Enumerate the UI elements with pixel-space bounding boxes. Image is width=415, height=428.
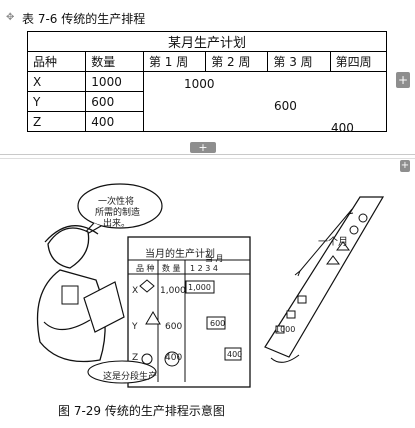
- expand-side-tab-2[interactable]: +: [400, 160, 410, 172]
- separator: [0, 154, 415, 155]
- bottom-note: 这是分段生产: [103, 372, 158, 382]
- week-value-x: 1000: [184, 77, 215, 91]
- row-z-item: Z: [26, 111, 87, 132]
- row-x-item: X: [26, 71, 87, 92]
- bubble-line-3: 出来。: [103, 219, 131, 229]
- header-qty: 数量: [85, 51, 144, 72]
- move-icon[interactable]: ✥: [6, 12, 15, 23]
- board-header-qty: 数 量: [162, 264, 181, 273]
- board-qty-z: 400: [165, 353, 183, 363]
- plus-icon: +: [397, 73, 409, 87]
- plus-icon: +: [400, 160, 410, 171]
- board-header-item: 品 种: [136, 264, 155, 273]
- separator: [0, 158, 415, 159]
- board-qty-y: 600: [165, 322, 183, 332]
- board-qty-x: 1,000: [160, 286, 186, 296]
- bubble-line-1: 一次性将: [98, 197, 135, 207]
- month-label: 一个月: [318, 237, 348, 248]
- board-letter-y: Y: [132, 322, 138, 332]
- row-y-qty: 600: [85, 91, 144, 112]
- week-value-z: 400: [331, 121, 354, 135]
- board-letter-x: X: [132, 286, 139, 296]
- header-week3: 第 3 周: [267, 51, 331, 72]
- board-title: 当月的生产计划: [145, 249, 215, 260]
- figure-caption: 图 7-29 传统的生产排程示意图: [58, 404, 225, 418]
- header-item: 品种: [26, 51, 87, 72]
- header-week1: 第 1 周: [142, 51, 207, 72]
- week-value-y: 600: [274, 99, 297, 113]
- table-caption: 表 7-6 传统的生产排程: [22, 12, 146, 26]
- board-box-y: 600: [210, 319, 226, 328]
- row-x-qty: 1000: [85, 71, 144, 92]
- bubble-line-2: 所需的制造: [95, 208, 141, 218]
- expand-bottom-tab[interactable]: +: [190, 142, 216, 153]
- header-week2: 第 2 周: [205, 51, 269, 72]
- header-week4: 第四周: [329, 51, 388, 72]
- production-plan-table: 某月生产计划 品种 数量 第 1 周 第 2 周 第 3 周 第四周 X 100…: [26, 31, 388, 132]
- board-week-labels: 1 2 3 4: [190, 264, 218, 273]
- board-letter-z: Z: [132, 353, 139, 363]
- board-box-x: 1,000: [188, 283, 211, 292]
- board-header-month: 当 月: [205, 254, 224, 263]
- plus-icon: +: [198, 141, 208, 154]
- week-span-cell: [142, 71, 388, 132]
- conveyor-label: 1000: [275, 325, 296, 334]
- row-y-item: Y: [26, 91, 87, 112]
- board-box-z: 400: [227, 350, 243, 359]
- row-z-qty: 400: [85, 111, 144, 132]
- production-schedule-illustration: [36, 183, 385, 388]
- expand-side-tab[interactable]: +: [396, 72, 410, 88]
- table-title: 某月生产计划: [27, 31, 387, 52]
